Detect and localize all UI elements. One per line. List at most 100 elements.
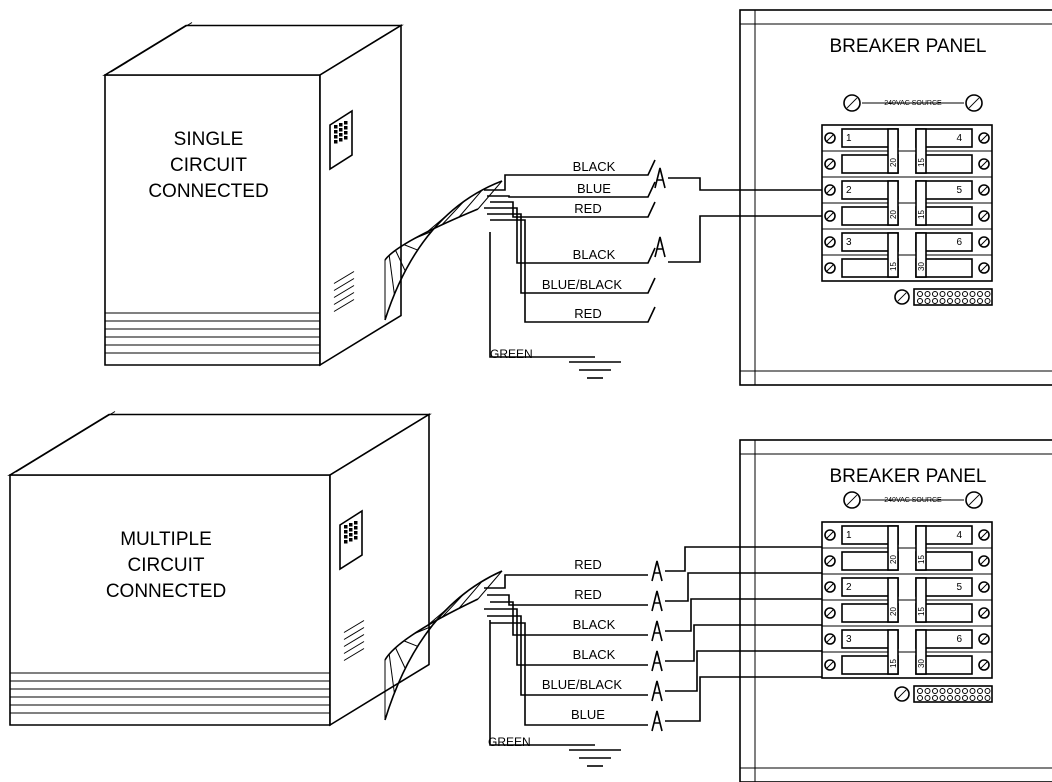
wire-nut: [651, 650, 663, 672]
breaker-handle: [915, 232, 927, 278]
screw-slot: [980, 212, 988, 220]
vent-slot: [333, 292, 355, 305]
breaker-rating: 20: [889, 158, 898, 167]
screw-slot: [968, 494, 980, 506]
vent-slot: [343, 634, 365, 647]
wire-0: [484, 574, 648, 589]
ground-bar-hole: [917, 695, 923, 701]
panel-feed-wire: [665, 650, 822, 692]
breaker-number: 1: [846, 133, 852, 144]
conduit-rib: [441, 593, 465, 618]
wire-2: [490, 601, 648, 636]
wire-0: [484, 159, 656, 191]
ground-label: GREEN: [490, 347, 533, 361]
ground-bar-hole: [954, 291, 961, 297]
ground-bar-hole: [962, 298, 968, 304]
ground-bar-hole: [947, 291, 953, 297]
keypad-key: [349, 523, 353, 527]
ground-bar-hole: [962, 688, 968, 694]
ground-bar-hole: [962, 695, 968, 701]
keypad-key: [339, 123, 343, 127]
screw-slot: [980, 186, 988, 194]
ground-bar-hole: [969, 291, 976, 297]
screw-slot: [826, 264, 834, 272]
conduit-rib: [426, 608, 448, 627]
wire-4: [487, 615, 648, 696]
conduit-rib: [403, 244, 418, 251]
screw-slot: [980, 134, 988, 142]
breaker-handle: [887, 577, 899, 623]
ground-bar-hole: [939, 688, 946, 694]
vent-slot: [333, 271, 355, 284]
ground-bar-hole: [932, 695, 938, 701]
ground-bar-hole: [924, 291, 931, 297]
ground-bar-hole: [962, 291, 968, 297]
breaker-handle: [887, 128, 899, 174]
unit-label-line: MULTIPLE: [120, 529, 212, 550]
keypad-key: [334, 130, 338, 134]
ground-bar-hole: [954, 688, 961, 694]
breaker-handle: [915, 525, 927, 571]
breaker-rating: 15: [889, 659, 898, 668]
conduit-rib: [477, 180, 503, 210]
breaker-handle: [915, 128, 927, 174]
breaker-handle: [887, 232, 899, 278]
unit-label-line: CONNECTED: [148, 181, 268, 202]
screw-slot: [826, 609, 834, 617]
panel-feed-wire: [665, 624, 822, 662]
conduit-rib: [388, 654, 395, 694]
keypad-key: [349, 538, 353, 542]
breaker-rating: 20: [889, 607, 898, 616]
ground-bar-hole: [969, 298, 976, 304]
keypad-key: [354, 526, 358, 530]
panel-feed-wire: [665, 598, 822, 632]
wire-2: [490, 201, 656, 218]
unit-label-line: SINGLE: [174, 129, 244, 150]
breaker-rating: 15: [917, 555, 926, 564]
wire-1: [487, 594, 648, 606]
keypad-key: [344, 525, 348, 529]
keypad-key: [334, 125, 338, 129]
wire-label: BLUE/BLACK: [542, 677, 623, 692]
ground-bar-hole: [984, 291, 991, 297]
screw-slot: [846, 97, 858, 109]
breaker-handle: [887, 525, 899, 571]
conduit-rib: [426, 214, 448, 233]
source-label: 240VAC SOURCE: [884, 497, 942, 504]
keypad-key: [339, 128, 343, 132]
ground-bar-hole: [977, 688, 983, 694]
ground-bar-hole: [917, 298, 923, 304]
keypad-key: [344, 535, 348, 539]
unit-top-lip: [110, 22, 193, 73]
conduit-rib: [441, 201, 465, 226]
wire-label: BLACK: [573, 617, 616, 632]
screw-slot: [826, 557, 834, 565]
screw-slot: [980, 661, 988, 669]
vent-slot: [343, 627, 365, 640]
breaker-number: 5: [956, 185, 962, 196]
ground-bar-hole: [932, 298, 938, 304]
breaker-handle: [887, 629, 899, 675]
panel-feed-wire: [668, 215, 822, 263]
screw-slot: [826, 661, 834, 669]
breaker-number: 2: [846, 185, 852, 196]
ground-bar-hole: [984, 298, 991, 304]
breaker-number: 4: [956, 133, 962, 144]
ground-bar-hole: [947, 688, 953, 694]
panel-feed-wire: [665, 676, 822, 722]
wire-3: [484, 608, 648, 666]
breaker-rating: 15: [889, 262, 898, 271]
breaker-handle: [915, 629, 927, 675]
source-label: 240VAC SOURCE: [884, 100, 942, 107]
keypad-key: [354, 531, 358, 535]
ground-bar-hole: [924, 688, 931, 694]
ground-bar-hole: [984, 688, 991, 694]
keypad-key: [344, 540, 348, 544]
breaker-handle: [887, 180, 899, 226]
breaker-number: 1: [846, 530, 852, 541]
conduit-rib: [395, 250, 406, 272]
ground-bar-hole: [939, 291, 946, 297]
keypad-key: [349, 528, 353, 532]
